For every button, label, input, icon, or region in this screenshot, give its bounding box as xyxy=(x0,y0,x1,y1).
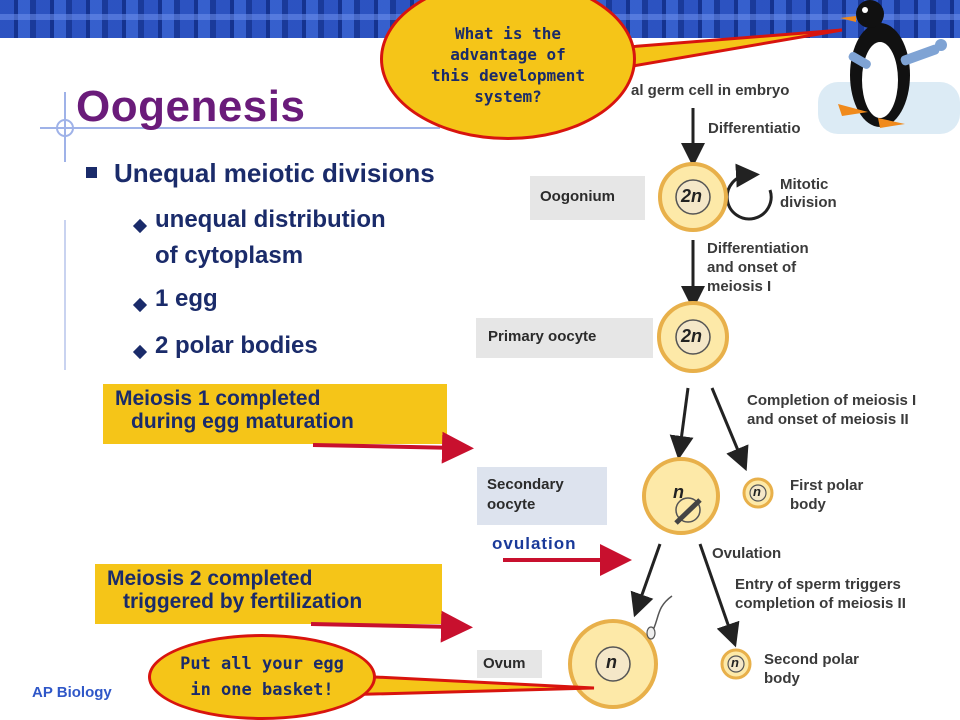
ovum-ploidy: n xyxy=(606,652,617,672)
completion1-text-2: and onset of meiosis II xyxy=(747,411,909,428)
secondary-label-line1: Secondary xyxy=(487,476,564,493)
sub-bullet-1-line1: unequal distribution xyxy=(155,206,386,233)
arrow-to-ovum xyxy=(630,543,662,618)
primary-oocyte-label-text: Primary oocyte xyxy=(488,328,597,345)
main-bullet: Unequal meiotic divisions xyxy=(114,158,435,188)
mitotic-text-1: Mitotic xyxy=(780,176,829,193)
arrow-to-first-polar xyxy=(710,387,749,472)
cell-ovum xyxy=(568,595,673,709)
meiosis-1-box: Meiosis 1 completed during egg maturatio… xyxy=(103,384,447,444)
secondary-oocyte-label: Secondary oocyte xyxy=(477,467,607,525)
decor-hline xyxy=(40,127,440,129)
sub-bullet-1-line2: of cytoplasm xyxy=(155,242,304,269)
oogonium-ploidy: 2n xyxy=(681,186,703,206)
question-bubble: What is the advantage of this developmen… xyxy=(380,0,636,140)
red-arrow-meiosis-1 xyxy=(312,431,474,464)
first-polar-text-1: First polar xyxy=(790,477,864,494)
cell-primary-oocyte xyxy=(657,301,729,373)
primary-ploidy: 2n xyxy=(681,326,703,346)
bubble-top-line4: system? xyxy=(474,87,542,106)
first-polar-ploidy: n xyxy=(753,484,761,499)
meiosis-2-box: Meiosis 2 completed triggered by fertili… xyxy=(95,564,442,624)
first-polar-text-2: body xyxy=(790,496,826,513)
entry-text-2: completion of meiosis II xyxy=(735,595,906,612)
sub-bullet-3: 2 polar bodies xyxy=(155,332,318,359)
ovulation-label: ovulation xyxy=(492,534,577,553)
primary-oocyte-label: Primary oocyte xyxy=(476,318,653,358)
square-bullet-icon xyxy=(86,167,97,178)
tip-bubble: Put all your egg in one basket! xyxy=(148,634,376,720)
page-title: Oogenesis xyxy=(76,82,306,131)
diff2-text-3: meiosis I xyxy=(707,278,772,295)
meiosis-2-line1: Meiosis 2 completed xyxy=(107,567,313,590)
bubble-top-line3: this development xyxy=(430,66,586,85)
cell-first-polar-body xyxy=(742,477,774,509)
bubble-top-line1: What is the xyxy=(455,24,561,43)
ovum-label-text: Ovum xyxy=(483,655,526,672)
meiosis-1-line1: Meiosis 1 completed xyxy=(115,387,321,410)
arrow-to-secondary xyxy=(669,387,694,460)
mitotic-loop-arrow xyxy=(725,163,773,221)
secondary-ploidy: n xyxy=(673,482,684,502)
decor-crosshair-circle xyxy=(56,119,74,137)
germ-cell-text: al germ cell in embryo xyxy=(631,82,790,99)
second-polar-text-2: body xyxy=(764,670,800,687)
meiosis-2-line2: triggered by fertilization xyxy=(123,590,363,613)
penguin-mascot-icon xyxy=(818,0,960,134)
cell-oogonium xyxy=(658,162,728,232)
meiosis-1-line2: during egg maturation xyxy=(131,410,354,433)
bubble-bottom-line1: Put all your egg xyxy=(180,654,344,674)
secondary-label-line2: oocyte xyxy=(487,496,536,513)
ovulation-step-text: Ovulation xyxy=(712,545,782,562)
sub-bullet-2: 1 egg xyxy=(155,285,218,312)
oogonium-label: Oogonium xyxy=(530,176,645,220)
entry-text-1: Entry of sperm triggers xyxy=(735,576,901,593)
arrow-to-second-polar xyxy=(698,543,740,648)
differentiation-text: Differentiatio xyxy=(708,120,801,137)
bubble-top-line2: advantage of xyxy=(450,45,566,64)
completion1-text-1: Completion of meiosis I xyxy=(747,392,917,409)
footer-label: AP Biology xyxy=(32,684,112,701)
cell-second-polar-body xyxy=(720,648,752,680)
diff2-text-1: Differentiation xyxy=(707,240,809,257)
ovum-label: Ovum xyxy=(477,650,542,678)
decor-left-rule xyxy=(64,220,66,370)
diff2-text-2: and onset of xyxy=(707,259,797,276)
mitotic-text-2: division xyxy=(780,194,837,211)
red-arrow-meiosis-2 xyxy=(310,610,473,643)
oogonium-label-text: Oogonium xyxy=(540,188,615,205)
second-polar-text-1: Second polar xyxy=(764,651,860,668)
bubble-bottom-line2: in one basket! xyxy=(190,680,334,700)
second-polar-ploidy: n xyxy=(731,655,739,670)
cell-secondary-oocyte xyxy=(642,457,720,535)
